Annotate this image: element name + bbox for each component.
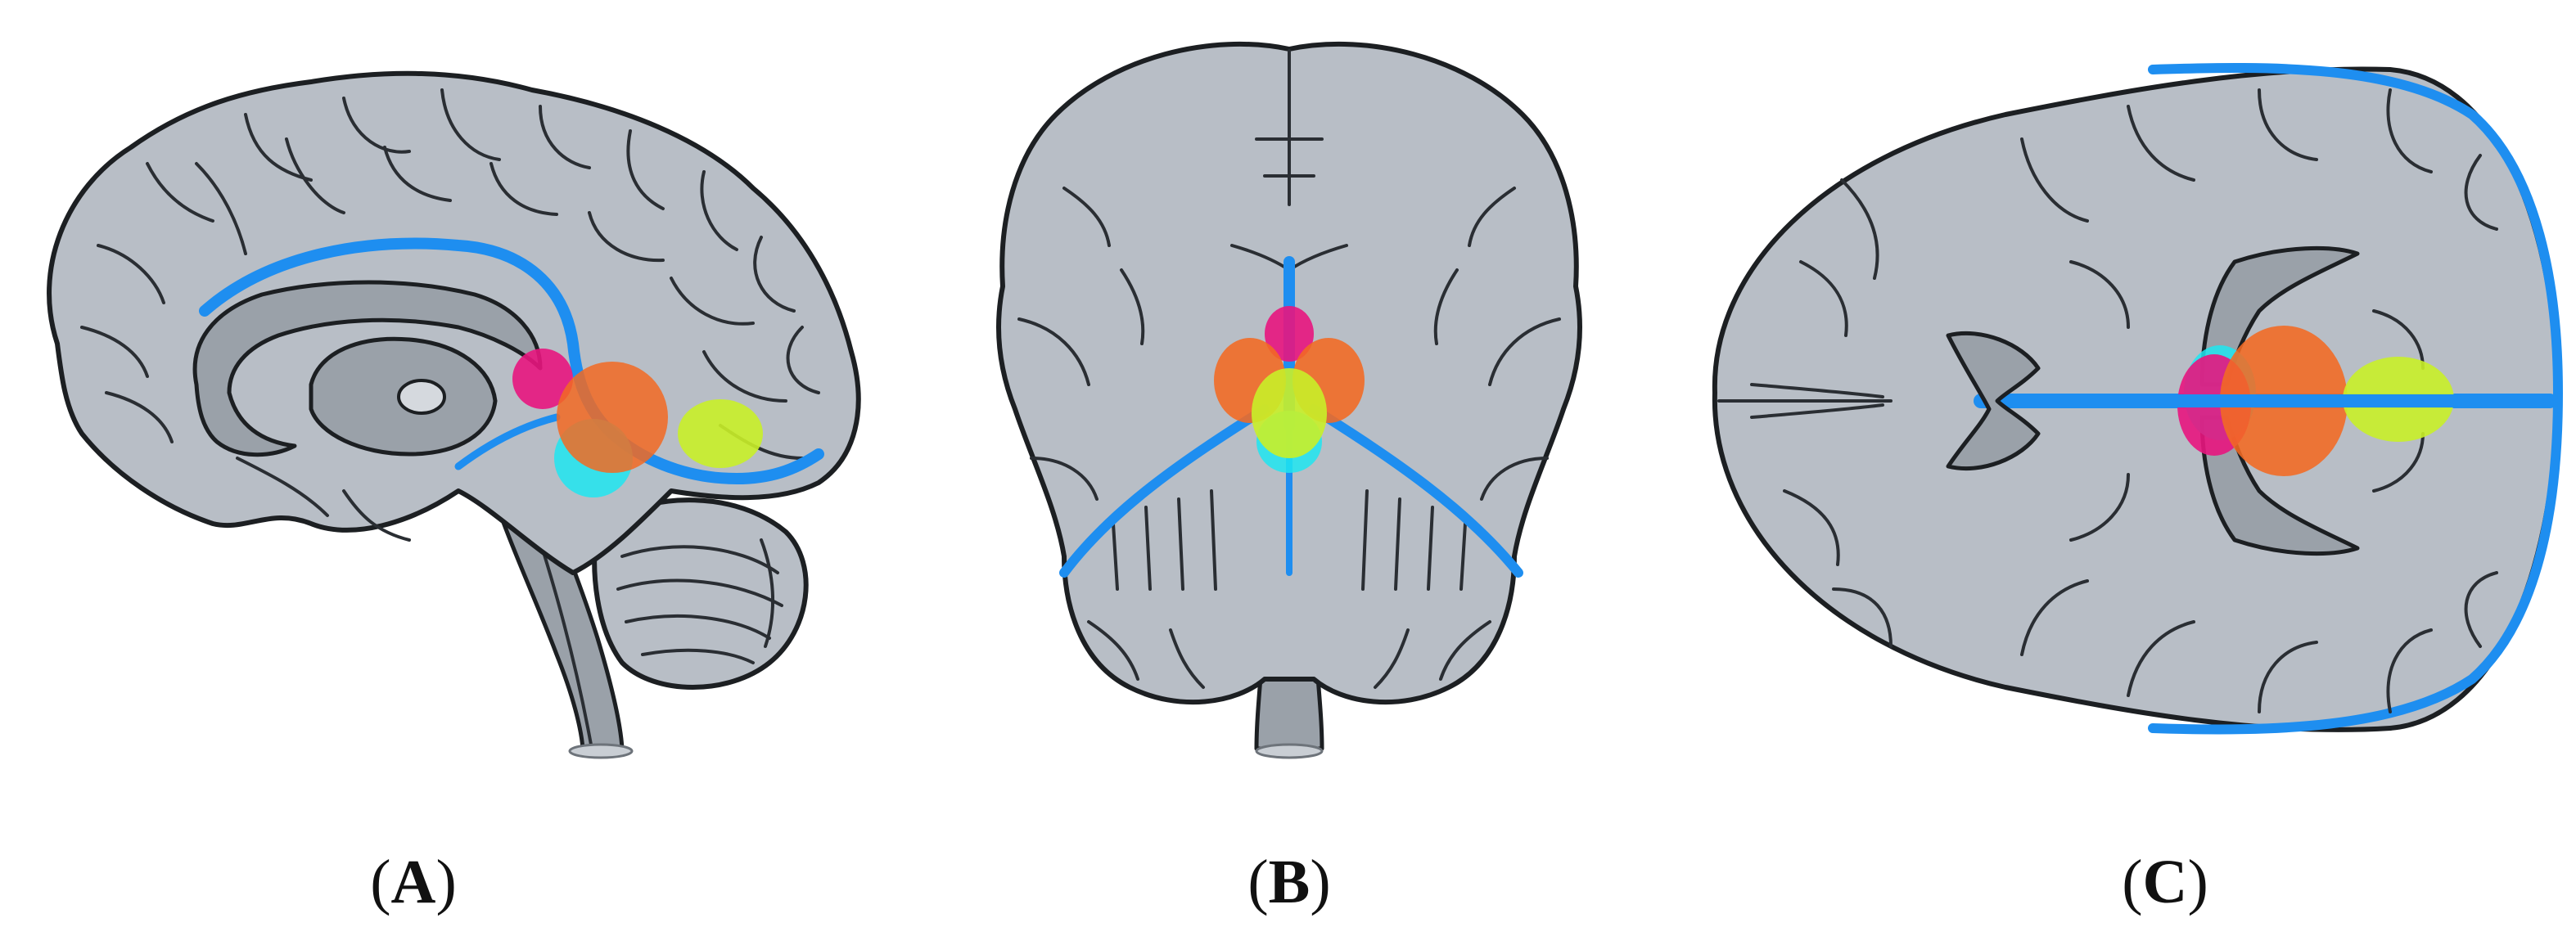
corpus-callosum xyxy=(192,280,543,457)
axial-rim-vessel xyxy=(2148,63,2563,735)
region-lime xyxy=(678,399,763,468)
panel-letter-a: A xyxy=(390,848,436,916)
region-magenta xyxy=(512,349,573,409)
region-orange xyxy=(557,362,668,473)
region-lime-b xyxy=(1252,368,1327,458)
coronal-view xyxy=(996,41,1582,759)
lateral-ventricles xyxy=(1946,331,2041,471)
axial-view xyxy=(1712,63,2563,735)
panel-label-c: (C) xyxy=(2122,848,2208,916)
region-magenta-b xyxy=(1265,306,1314,362)
cerebellum xyxy=(592,497,809,690)
panel-label-a: (A) xyxy=(370,848,457,916)
panel-letter-b: B xyxy=(1268,848,1311,916)
sagittal-view xyxy=(47,70,861,759)
panel-label-b: (B) xyxy=(1247,848,1331,916)
cerebral-artery-arc xyxy=(199,237,824,484)
panel-letter-c: C xyxy=(2142,848,2188,916)
